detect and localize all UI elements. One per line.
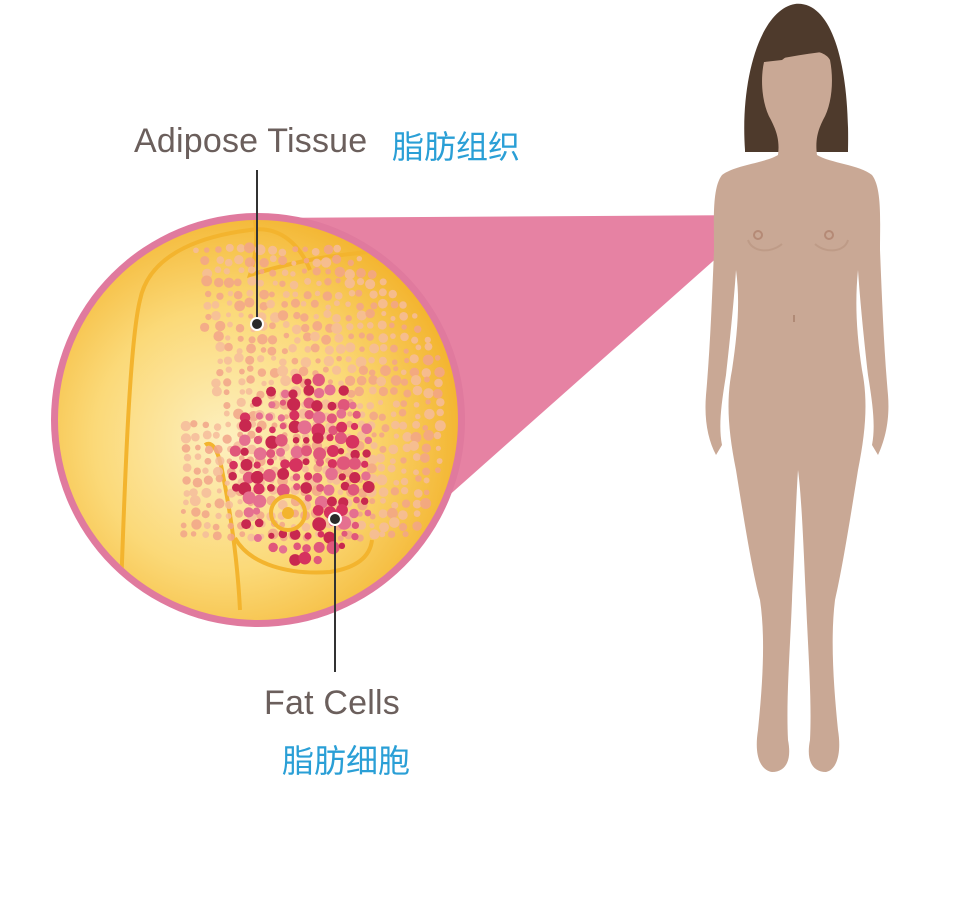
woman-figure	[705, 3, 889, 773]
fatcells-marker-dot	[328, 512, 342, 526]
magnifier-circle	[51, 213, 465, 627]
adipose-tissue-label-cn: 脂肪组织	[392, 128, 521, 166]
fat-cells-label-en: Fat Cells	[264, 684, 400, 722]
adipose-tissue-label-en: Adipose Tissue	[134, 122, 368, 160]
adipose-marker-dot	[250, 317, 264, 331]
fat-cells-label-cn: 脂肪细胞	[282, 742, 411, 780]
